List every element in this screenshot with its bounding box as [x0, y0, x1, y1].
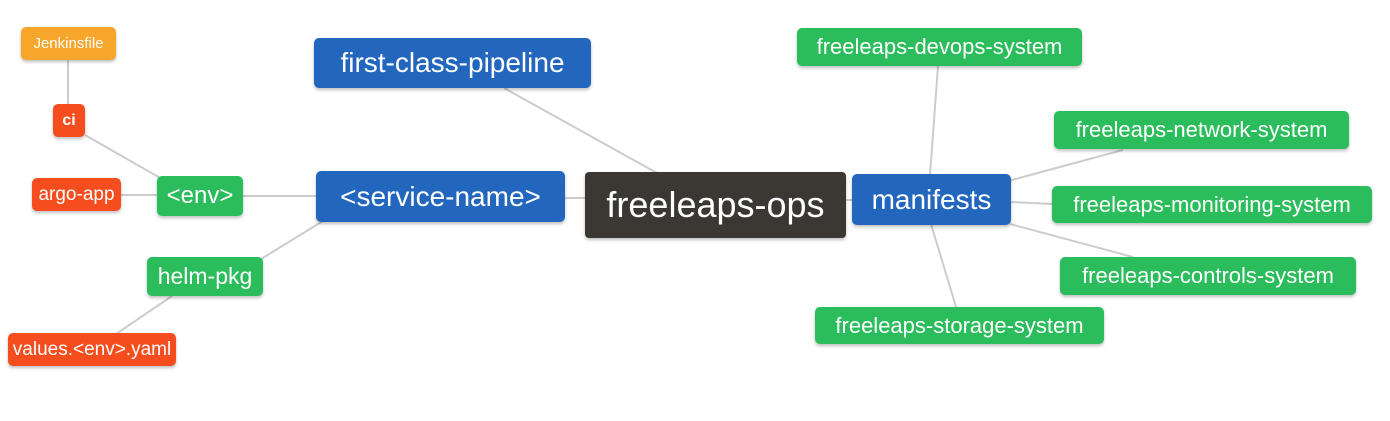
node-helm-pkg[interactable]: helm-pkg: [147, 257, 263, 296]
node-label: freeleaps-storage-system: [835, 312, 1084, 338]
edge-manifests-monitoring-system: [1009, 201, 1054, 205]
node-freeleaps-devops-system[interactable]: freeleaps-devops-system: [797, 28, 1082, 66]
node-label: freeleaps-network-system: [1075, 117, 1328, 142]
edge-manifests-controls-system: [1009, 223, 1134, 258]
node-label: <env>: [166, 182, 234, 209]
edge-helm-pkg-values-env-yaml: [115, 295, 173, 335]
edge-manifests-storage-system: [930, 223, 957, 308]
node-label: values.<env>.yaml: [12, 339, 172, 360]
node-label: freeleaps-devops-system: [816, 34, 1063, 59]
node-label: freeleaps-ops: [606, 184, 825, 225]
node-env[interactable]: <env>: [157, 176, 243, 216]
node-label: <service-name>: [340, 180, 541, 212]
node-manifests[interactable]: manifests: [852, 174, 1011, 225]
node-jenkinsfile[interactable]: Jenkinsfile: [21, 27, 116, 60]
node-freeleaps-network-system[interactable]: freeleaps-network-system: [1054, 111, 1349, 149]
node-values-env-yaml[interactable]: values.<env>.yaml: [8, 333, 176, 366]
node-label: ci: [62, 111, 76, 129]
node-freeleaps-ops-root[interactable]: freeleaps-ops: [585, 172, 846, 238]
node-label: freeleaps-controls-system: [1082, 263, 1334, 288]
node-argo-app[interactable]: argo-app: [32, 178, 121, 211]
node-label: helm-pkg: [157, 263, 253, 289]
edge-service-name-helm-pkg: [260, 220, 324, 260]
node-ci[interactable]: ci: [53, 104, 85, 137]
node-label: argo-app: [38, 184, 115, 205]
node-first-class-pipeline[interactable]: first-class-pipeline: [314, 38, 591, 88]
node-label: manifests: [871, 183, 992, 215]
node-label: freeleaps-monitoring-system: [1073, 191, 1351, 217]
edge-first-class-pipeline-freeleaps-ops: [503, 87, 658, 174]
edge-manifests-network-system: [1007, 149, 1124, 182]
node-service-name[interactable]: <service-name>: [316, 171, 565, 222]
node-freeleaps-controls-system[interactable]: freeleaps-controls-system: [1060, 257, 1356, 295]
node-label: first-class-pipeline: [340, 47, 565, 78]
node-freeleaps-storage-system[interactable]: freeleaps-storage-system: [815, 307, 1104, 344]
node-freeleaps-monitoring-system[interactable]: freeleaps-monitoring-system: [1052, 186, 1372, 223]
edge-manifests-devops-system: [929, 65, 939, 176]
edge-ci-env: [84, 134, 163, 180]
node-label: Jenkinsfile: [33, 35, 104, 52]
